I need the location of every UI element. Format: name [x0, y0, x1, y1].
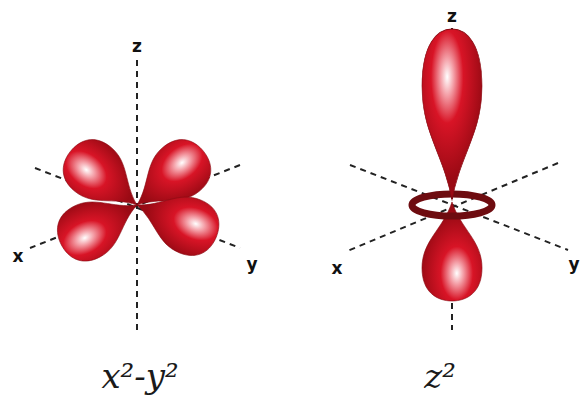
orbital-name: x²-y² — [101, 359, 178, 393]
axis-label: x — [332, 260, 343, 277]
orbital-name: z² — [424, 359, 456, 393]
axis-label: z — [447, 8, 457, 25]
axis-label: y — [246, 256, 257, 273]
axis-lines — [30, 60, 240, 330]
axis-label: y — [568, 256, 579, 273]
axis-lines — [345, 28, 568, 330]
dx2y2-lobes — [48, 129, 227, 270]
axis-label: x — [13, 248, 24, 265]
axis-label: z — [132, 38, 142, 55]
dz2-orbital — [412, 29, 492, 301]
